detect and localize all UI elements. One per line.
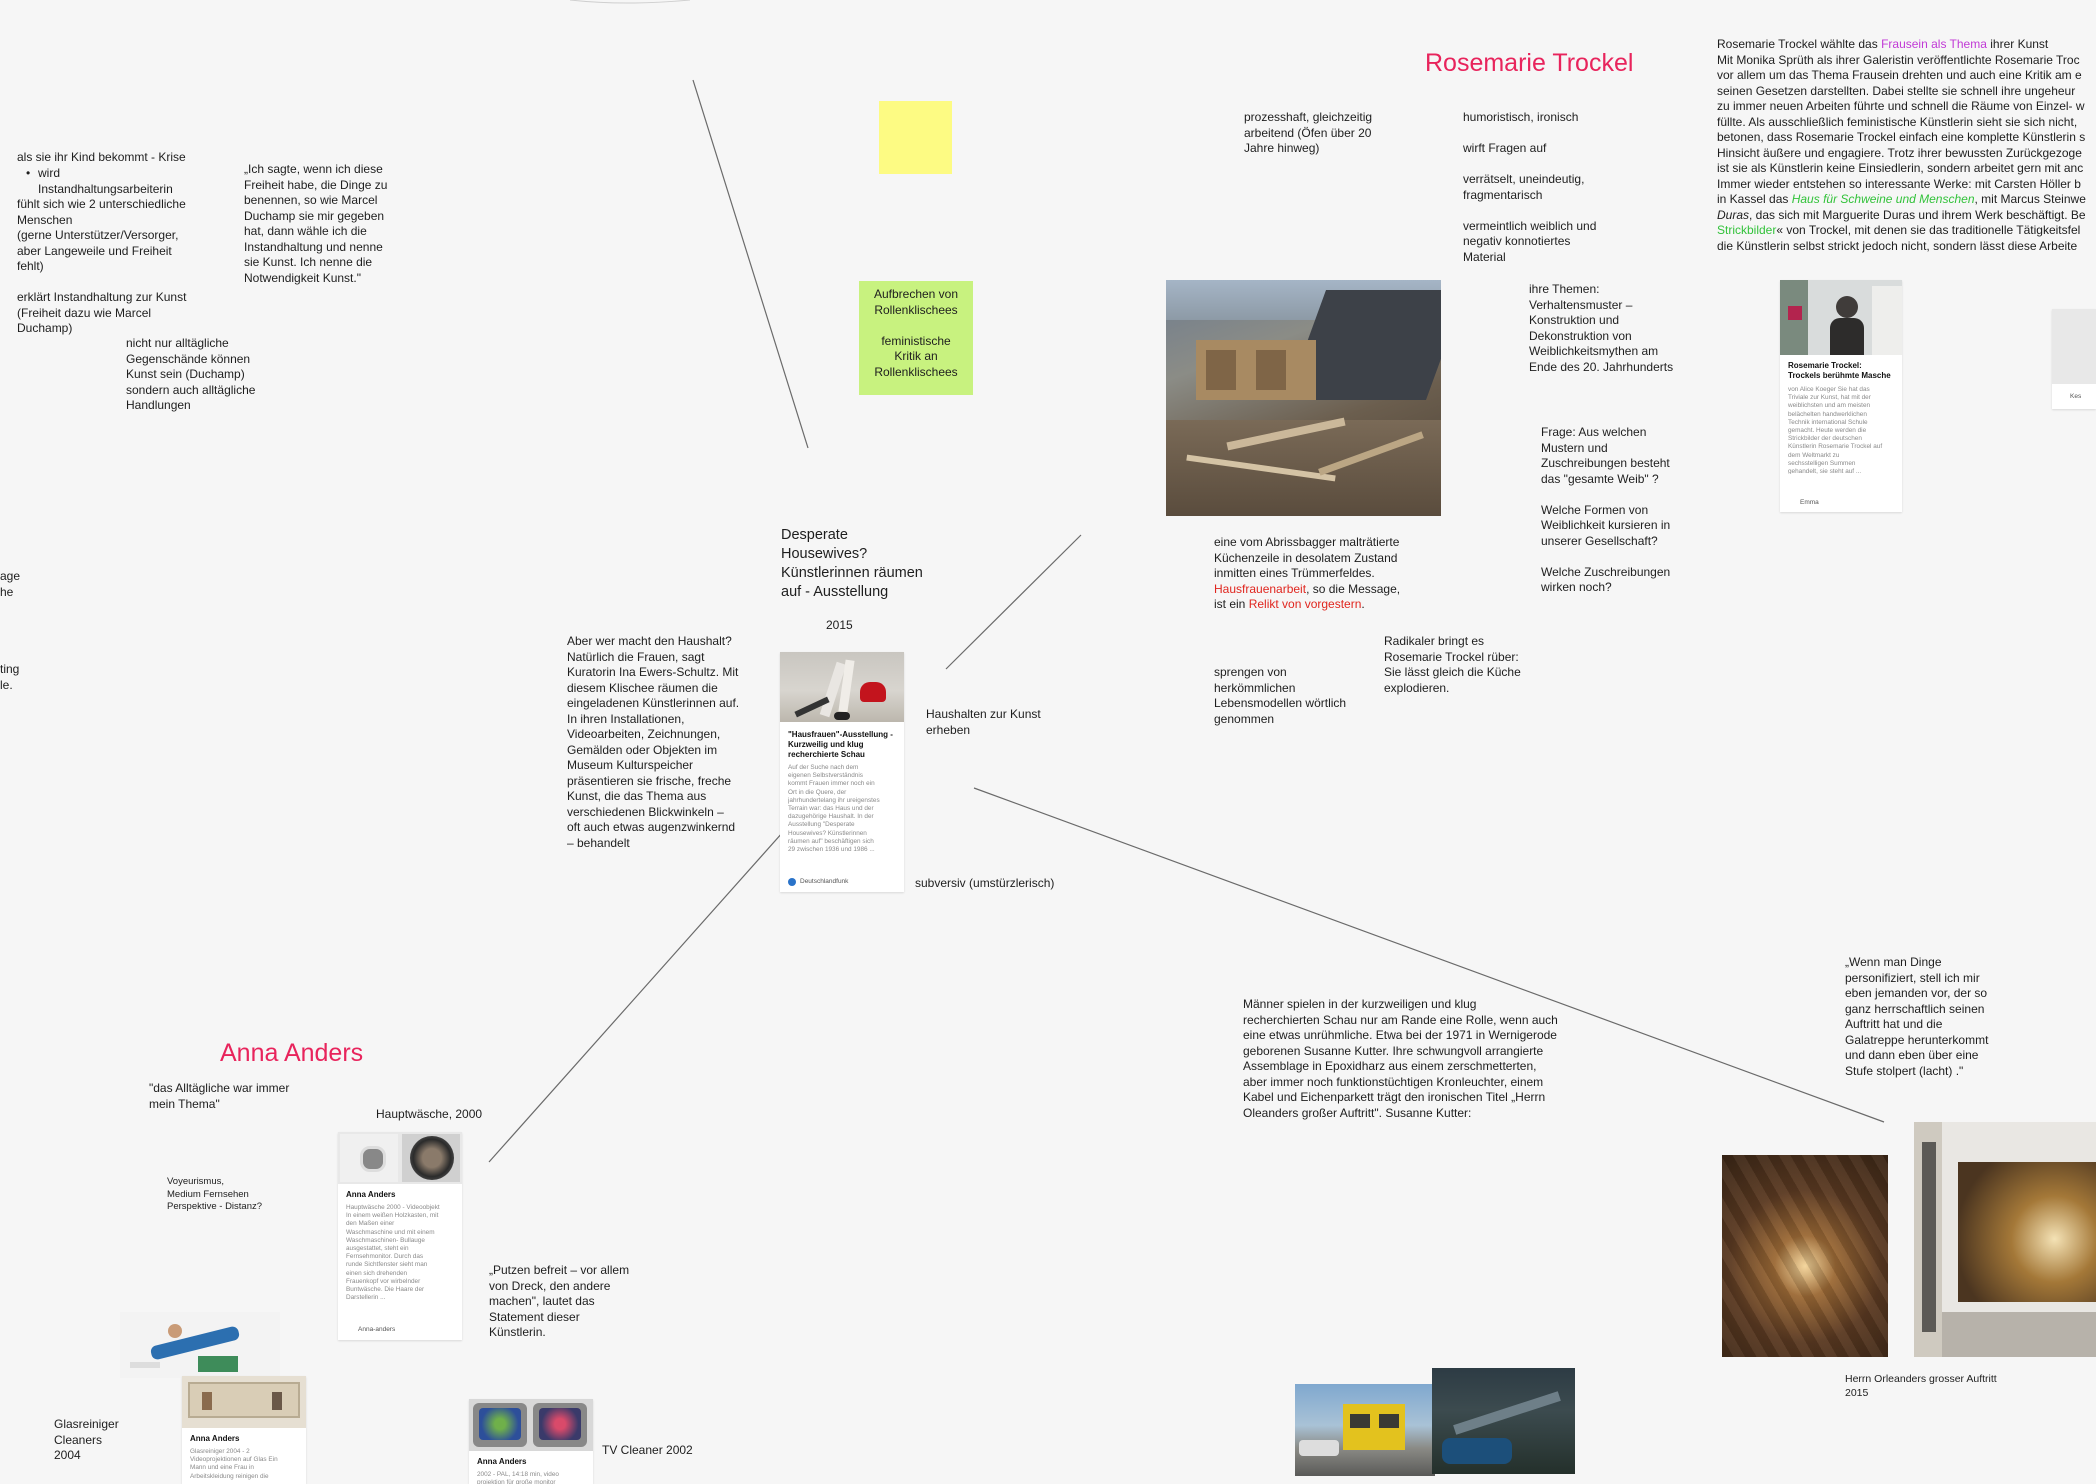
card-excerpt: Glasreiniger 2004 - 2 Videoprojektionen … (190, 1448, 278, 1480)
note-themes[interactable]: ihre Themen: Verhaltensmuster – Konstruk… (1529, 282, 1674, 374)
note-questions[interactable]: Frage: Aus welchen Mustern und Zuschreib… (1541, 425, 1671, 594)
note-radikaler[interactable]: Radikaler bringt es Rosemarie Trockel rü… (1384, 634, 1521, 695)
card-image (2052, 309, 2096, 384)
card-source: Emma (1800, 499, 1819, 506)
card-source: Anna-anders (358, 1326, 396, 1333)
card-title: Anna Anders (477, 1457, 527, 1466)
card-excerpt: Auf der Suche nach dem eigenen Selbstver… (788, 764, 880, 854)
photo-yellow-container[interactable] (1295, 1384, 1435, 1476)
note-bio[interactable]: Rosemarie Trockel wählte das Frausein al… (1717, 37, 2096, 254)
bio-text: Mit Monika Sprüth als ihrer Galeristin v… (1717, 52, 2086, 191)
note-haushalten[interactable]: Haushalten zur Kunst erheben (926, 707, 1041, 737)
bio-text: in Kassel das (1717, 192, 1792, 206)
heading-anna-anders[interactable]: Anna Anders (220, 1039, 364, 1067)
note-duchamp[interactable]: nicht nur alltägliche Gegenschände könne… (126, 336, 256, 412)
card-source: Kes (2070, 393, 2082, 400)
link-card-partial[interactable]: Kes (2052, 309, 2096, 409)
note-kitchen[interactable]: eine vom Abrissbagger malträtierte Küche… (1214, 535, 1400, 613)
note-putzen[interactable]: „Putzen befreit – vor allem von Dreck, d… (489, 1263, 630, 1339)
link-card-anna-hauptwaesche[interactable]: Anna Anders Hauptwäsche 2000 - Videoobje… (338, 1132, 462, 1340)
note-bullet[interactable]: wird Instandhaltungsarbeiterin (38, 166, 173, 196)
card-title: Rosemarie Trockel: Trockels berühmte Mas… (1788, 361, 1891, 380)
photo-cleaner-man[interactable] (120, 1312, 280, 1378)
note-quote-freedom[interactable]: „Ich sagte, wenn ich diese Freiheit habe… (244, 162, 388, 285)
photo-gallery-room[interactable] (1914, 1122, 2096, 1357)
connector-line (488, 822, 792, 1163)
caption-oleander[interactable]: Herrn Orleanders grosser Auftritt 2015 (1845, 1373, 1997, 1399)
note-glasreiniger[interactable]: Glasreiniger Cleaners 2004 (54, 1417, 119, 1462)
note-tv-cleaner[interactable]: TV Cleaner 2002 (602, 1443, 693, 1457)
card-excerpt: 2002 - PAL, 14:18 min, video projektion … (477, 1471, 559, 1484)
note-anna-quote[interactable]: "das Alltägliche war immer mein Thema" (149, 1081, 290, 1111)
heading-rosemarie-trockel[interactable]: Rosemarie Trockel (1425, 49, 1634, 77)
note-voyeurismus[interactable]: Voyeurismus, Medium Fernsehen Perspektiv… (167, 1176, 263, 1212)
note-edge-2[interactable]: ting le. (0, 662, 20, 692)
card-image-glass (182, 1376, 306, 1428)
link-hausfrauenarbeit[interactable]: Hausfrauenarbeit (1214, 581, 1307, 596)
note-kutter[interactable]: Männer spielen in der kurzweiligen und k… (1243, 997, 1558, 1120)
card-image-vacuum (780, 652, 904, 722)
yellow-sticky-note[interactable] (879, 101, 952, 174)
link-strickbilder[interactable]: Strickbilder (1717, 223, 1777, 237)
card-title: Anna Anders (346, 1190, 396, 1199)
link-card-anna-glasreiniger[interactable]: Anna Anders Glasreiniger 2004 - 2 Videop… (182, 1376, 306, 1484)
card-excerpt: Hauptwäsche 2000 - Videoobjekt In einem … (346, 1204, 440, 1302)
card-image-portrait (1780, 280, 1902, 355)
note-two-people[interactable]: fühlt sich wie 2 unterschiedliche Mensch… (17, 197, 187, 335)
link-haus-schweine[interactable]: Haus für Schweine und Menschen (1791, 192, 1975, 206)
link-card-anna-tv-cleaner[interactable]: Anna Anders 2002 - PAL, 14:18 min, video… (469, 1399, 593, 1484)
connector-line (973, 787, 1885, 1123)
bio-text: Rosemarie Trockel wählte das (1717, 37, 1882, 51)
link-card-hausfrauen[interactable]: "Hausfrauen"-Ausstellung - Kurzweilig un… (780, 652, 904, 892)
source-icon (788, 878, 796, 886)
note-process[interactable]: prozesshaft, gleichzeitig arbeitend (Öfe… (1244, 110, 1373, 155)
note-traits[interactable]: humoristisch, ironisch wirft Fragen auf … (1463, 110, 1597, 264)
bio-text: , das sich mit Marguerite Duras und ihre… (1749, 207, 2086, 222)
note-subversiv[interactable]: subversiv (umstürzlerisch) (915, 876, 1055, 890)
kitchen-text-2: , so die Message, ist ein (1214, 581, 1401, 612)
card-source: Deutschlandfunk (800, 878, 849, 885)
bio-text: die Künstlerin selbst strickt jedoch nic… (1717, 238, 2078, 253)
bio-text-italic: Duras (1717, 207, 1750, 222)
link-frausein[interactable]: Frausein als Thema (1881, 37, 1987, 51)
bullet-dot: • (26, 166, 31, 180)
bio-text: « von Trockel, mit denen sie das traditi… (1776, 223, 2081, 237)
connector-line (945, 534, 1082, 670)
note-edge-1[interactable]: age he (0, 569, 21, 599)
link-relikt[interactable]: Relikt von vorgestern (1248, 597, 1362, 611)
green-sticky-note[interactable]: Aufbrechen von Rollenklischees feministi… (859, 281, 973, 395)
note-hauptwaesche[interactable]: Hauptwäsche, 2000 (376, 1107, 483, 1121)
photo-chandelier-floor[interactable] (1722, 1155, 1888, 1357)
photo-kitchen-ruins[interactable] (1166, 280, 1441, 516)
kitchen-text-1: eine vom Abrissbagger malträtierte Küche… (1214, 535, 1400, 580)
kitchen-text-3: . (1361, 597, 1365, 611)
card-title: "Hausfrauen"-Ausstellung - Kurzweilig un… (788, 730, 893, 759)
center-year[interactable]: 2015 (826, 618, 853, 632)
bio-text: ihrer Kunst (1986, 37, 2049, 51)
note-crisis[interactable]: als sie ihr Kind bekommt - Krise (17, 150, 186, 164)
bio-text: , mit Marcus Steinwe (1974, 192, 2086, 206)
link-card-rosemarie[interactable]: Rosemarie Trockel: Trockels berühmte Mas… (1780, 280, 1902, 512)
photo-dark-scene[interactable] (1432, 1368, 1575, 1474)
top-arc (569, 0, 691, 4)
card-image-tv (469, 1399, 593, 1451)
note-kutter-quote[interactable]: „Wenn man Dinge personifiziert, stell ic… (1845, 955, 1989, 1078)
card-excerpt: von Alice Koeger Sie hat das Triviale zu… (1788, 386, 1883, 474)
card-title: Anna Anders (190, 1434, 240, 1443)
connector-line (692, 79, 809, 449)
note-sprengen[interactable]: sprengen von herkömmlichen Lebensmodelle… (1214, 665, 1347, 726)
card-image-washing (338, 1132, 462, 1184)
center-title[interactable]: Desperate Housewives? Künstlerinnen räum… (781, 527, 923, 600)
note-who-does-housework[interactable]: Aber wer macht den Haushalt? Natürlich d… (567, 634, 740, 850)
